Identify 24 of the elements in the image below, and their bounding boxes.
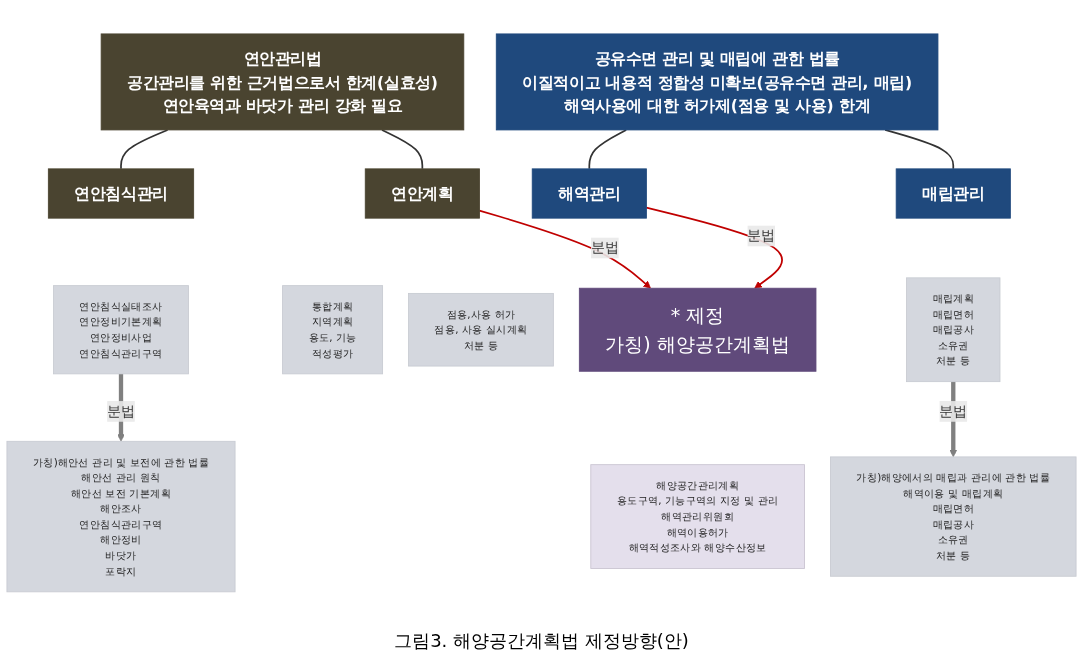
connector: [120, 128, 169, 170]
node-box: 연안침식실태조사 연안정비기본계획 연안정비사업 연안침식관리구역: [53, 284, 189, 374]
node-box: 가칭)해안선 관리 및 보전에 관한 법률 해안선 관리 원칙 해안선 보전 기본계획 해안조사 연안침식관리구역 해안정비 바닷가 포락지: [6, 440, 236, 592]
node-box: 해양공간관리계획 용도구역, 기능구역의 지정 및 관리 해역관리위원회 해역이용허가 해역적성조사와 해양수산정보: [590, 463, 805, 569]
arrow: [645, 206, 783, 289]
node-box: 연안관리법 공간관리를 위한 근거법으로서 한계(실효성) 연안육역과 바닷가 관리 강화 필요: [100, 33, 465, 130]
edge-label: 분법: [591, 238, 619, 256]
figure-caption: 그림3. 해양공간계획법 제정방향(안): [394, 629, 689, 653]
connector: [588, 128, 628, 170]
node-box: 점용,사용 허가 점용, 사용 실시계획 처분 등: [408, 292, 554, 367]
node-box: * 제정 가칭) 해양공간계획법: [578, 287, 817, 372]
node-box: 매립관리: [895, 168, 1011, 219]
edge-label: 분법: [107, 402, 135, 419]
connector: [381, 128, 424, 170]
edge-label: 분법: [747, 226, 776, 244]
edge-label: 분법: [939, 402, 968, 419]
node-box: 통합계획 지역계획 용도, 기능 적성평가: [282, 284, 383, 374]
node-box: 가칭)해양에서의 매립과 관리에 관한 법률 해역이용 및 매립계획 매립면허 매립공사 소유권 처분 등: [830, 456, 1077, 577]
node-box: 공유수면 관리 및 매립에 관한 법률 이질적이고 내용적 정합성 미확보(공유수면 관리, 매립) 해역사용에 대한 허가제(점용 및 사용) 한계: [495, 33, 939, 130]
node-box: 연안침식관리: [47, 168, 195, 219]
node-box: 매립계획 매립면허 매립공사 소유권 처분 등: [906, 277, 1001, 382]
node-box: 해역관리: [531, 168, 647, 219]
arrow: [478, 209, 651, 289]
node-box: 연안계획: [364, 168, 480, 219]
